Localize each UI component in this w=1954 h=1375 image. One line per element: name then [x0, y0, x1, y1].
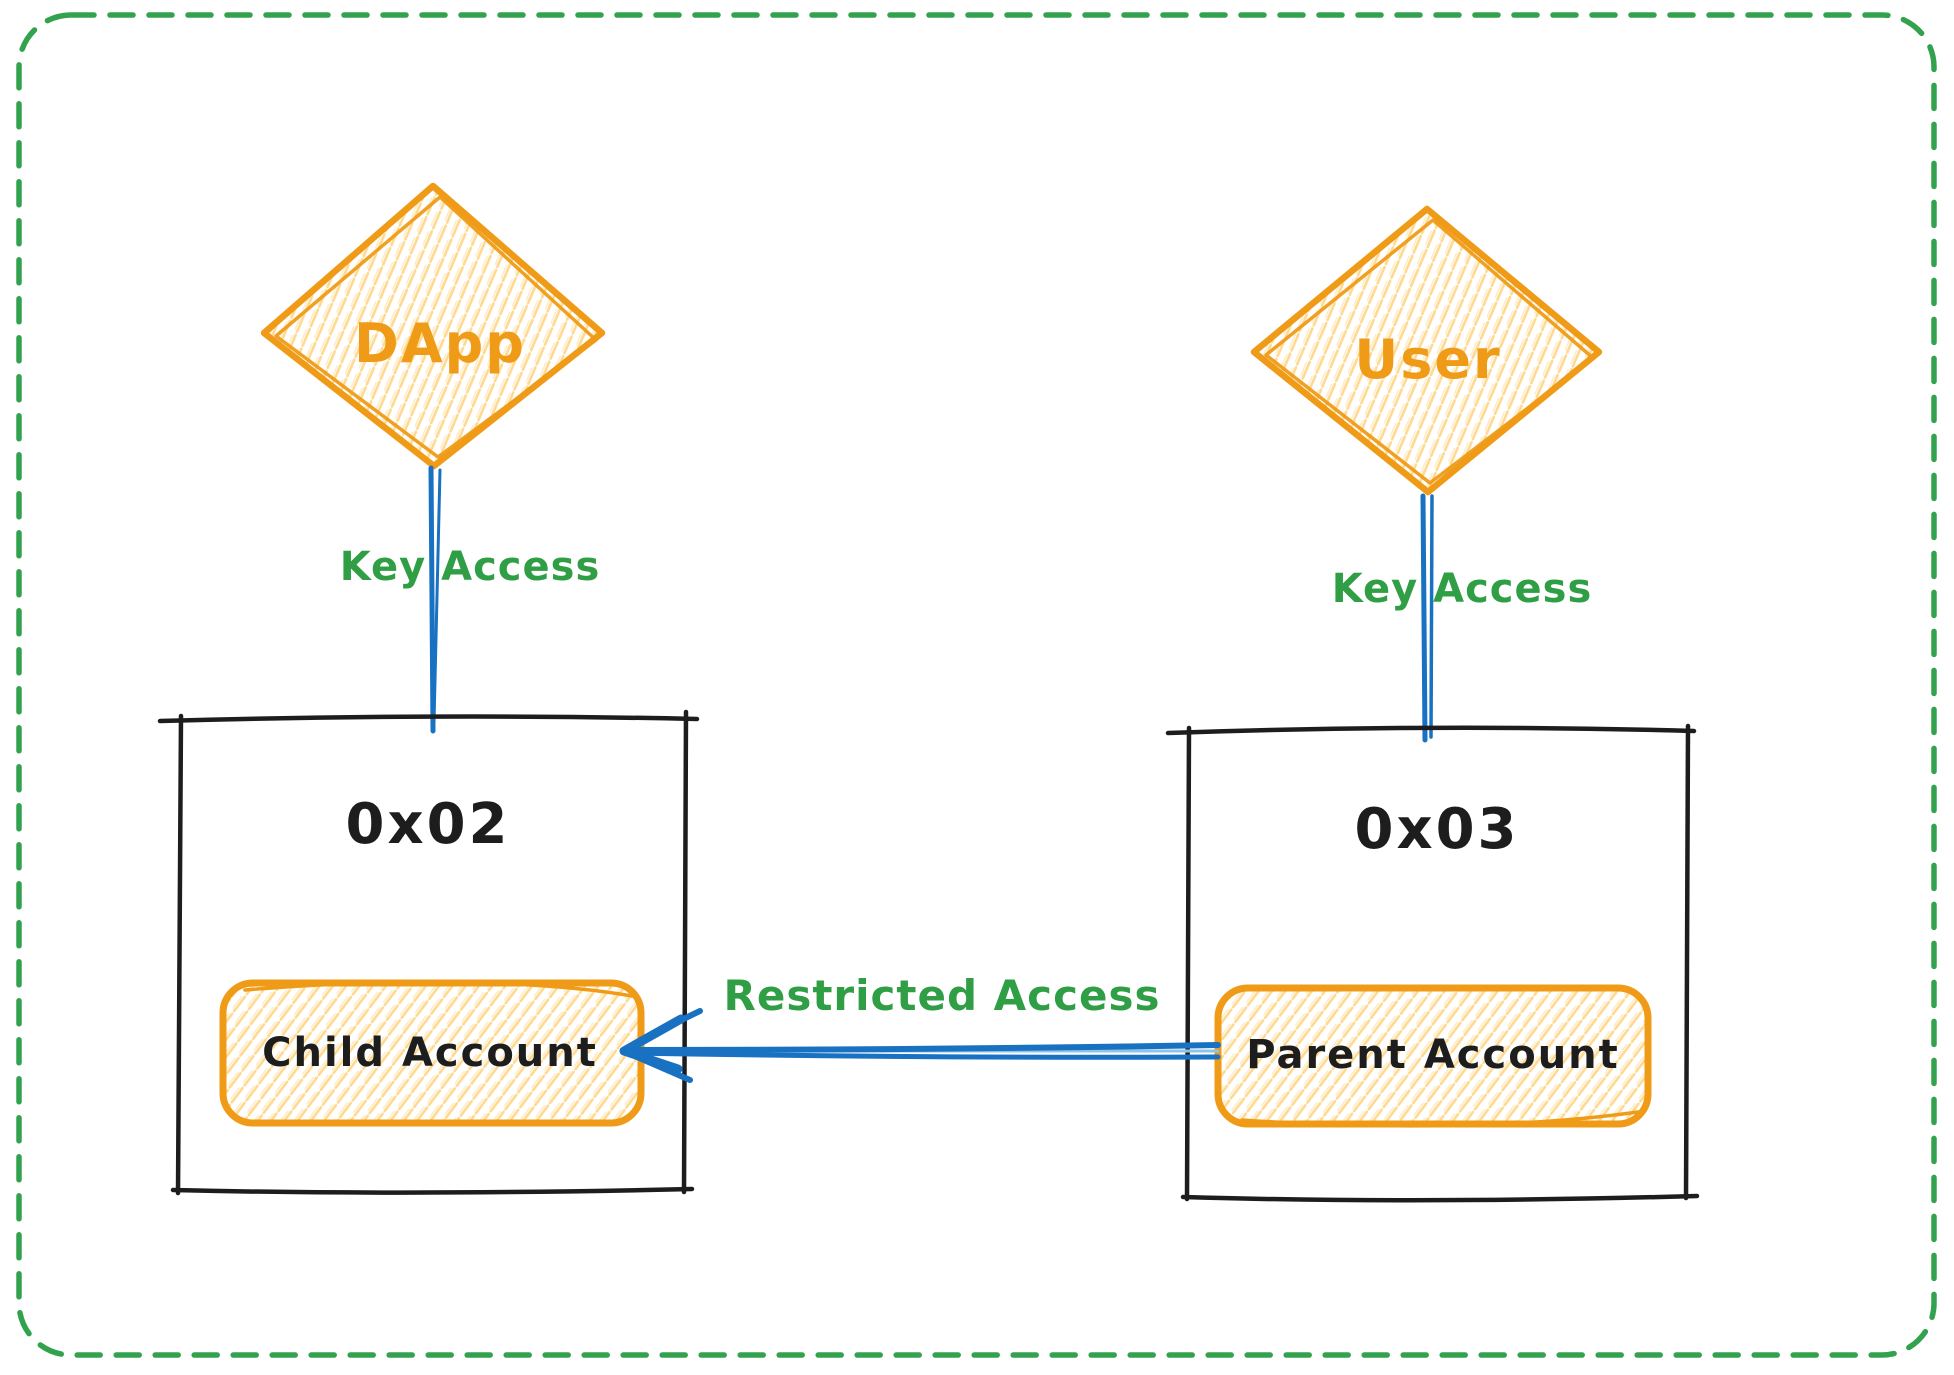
container-0x02-title: 0x02	[345, 792, 510, 857]
container-0x03-title: 0x03	[1354, 797, 1519, 862]
box-bottom	[170, 1186, 695, 1195]
actor-user: User	[1250, 205, 1603, 496]
parent-account-echo	[1240, 1110, 1640, 1128]
dapp-label: DApp	[354, 312, 526, 375]
dapp-diamond-echo	[274, 195, 598, 459]
arrow-line-bottom	[624, 1050, 1221, 1060]
child-account-echo	[243, 980, 634, 998]
child-account-label: Child Account	[262, 1030, 598, 1076]
canvas-dashed-border	[16, 12, 1937, 1358]
edge-label-key-access-right: Key Access	[1332, 566, 1593, 612]
box-top	[1165, 725, 1697, 736]
edge-label-restricted-access: Restricted Access	[724, 971, 1161, 1020]
arrow-line-top	[624, 1042, 1221, 1053]
parent-account-node: Parent Account	[1214, 984, 1652, 1128]
box-right	[681, 709, 689, 1195]
box-bottom	[1180, 1193, 1700, 1203]
child-account-node: Child Account	[219, 979, 645, 1127]
edge-label-key-access-left: Key Access	[340, 544, 601, 590]
edge-line-echo	[1429, 494, 1434, 739]
box-right	[1683, 723, 1691, 1201]
user-diamond-echo	[1264, 218, 1595, 485]
container-0x03: 0x03 Parent Account	[1165, 723, 1700, 1203]
box-left	[1184, 725, 1192, 1202]
edge-line	[1420, 493, 1428, 743]
arrow-head-barb-lower	[625, 1050, 693, 1083]
box-top	[157, 714, 700, 724]
box-left	[175, 713, 184, 1196]
edge-key-access-dapp: Key Access	[340, 465, 601, 734]
arrow-head-barb-upper	[624, 1008, 703, 1053]
container-0x02: 0x02 Child Account	[157, 709, 700, 1196]
edge-restricted-access: Restricted Access	[619, 971, 1221, 1083]
edge-key-access-user: Key Access	[1332, 493, 1593, 743]
edge-line-echo	[432, 468, 442, 724]
user-label: User	[1354, 328, 1501, 391]
parent-account-label: Parent Account	[1246, 1032, 1620, 1078]
edge-line	[428, 465, 436, 734]
actor-dapp: DApp	[260, 182, 606, 470]
